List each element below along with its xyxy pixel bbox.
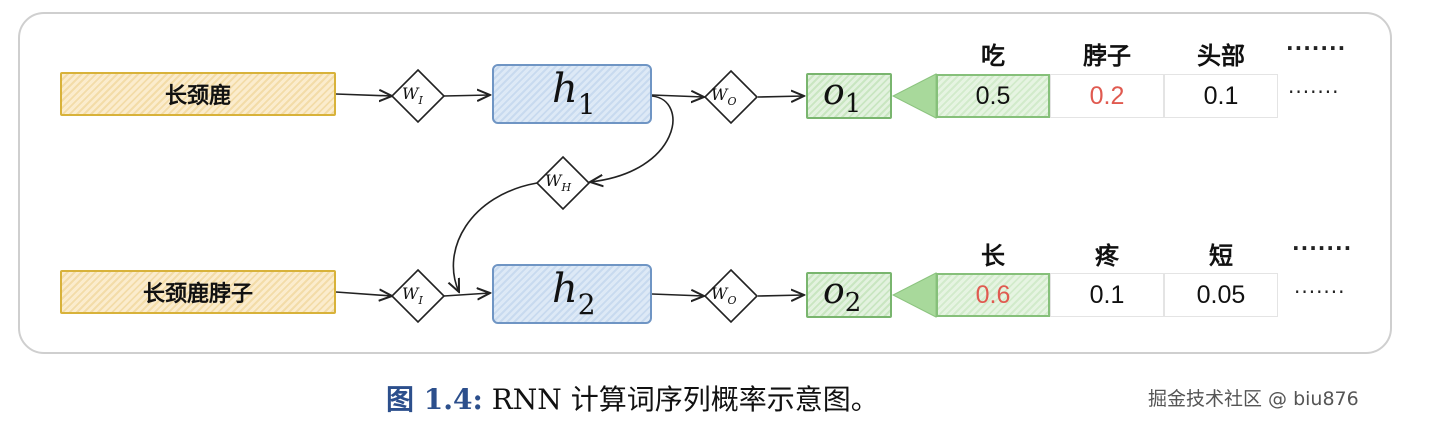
diamond-wi-2 [390, 268, 446, 324]
hidden-state-box-2 [492, 264, 652, 324]
arrow-input2-to-wi [335, 292, 392, 296]
diamond-wo-1 [703, 69, 759, 125]
probability-ellipsis-2: ······· [1294, 280, 1346, 304]
hidden-state-box-1 [492, 64, 652, 124]
arrow-wh-to-h2 [453, 182, 538, 292]
watermark: 掘金技术社区 @ biu876 [1148, 388, 1359, 410]
word-header-ellipsis-1: ······· [1286, 36, 1347, 60]
word-header-1-3: 头部 [1197, 42, 1245, 70]
input-box-2: 长颈鹿脖子 [60, 270, 336, 314]
word-header-2-3: 短 [1209, 242, 1233, 270]
word-header-1-2: 脖子 [1083, 42, 1131, 70]
probability-cell-1-3: 0.1 [1164, 74, 1278, 118]
probability-cell-2-1: 0.6 [936, 273, 1050, 317]
word-header-ellipsis-2: ······· [1292, 236, 1353, 260]
word-header-1-1: 吃 [981, 42, 1005, 70]
arrow-input1-to-wi [335, 94, 392, 96]
arrow-h2-to-wo [651, 294, 704, 296]
arrow-wo-to-o2 [757, 295, 804, 296]
arrow-wo-to-o1 [757, 96, 804, 97]
output-box-1 [806, 73, 892, 119]
probability-ellipsis-1: ······· [1288, 80, 1340, 104]
probability-cell-2-2: 0.1 [1050, 273, 1164, 317]
figure-number: 图 1.4: [386, 383, 483, 416]
pointer-triangle-2 [891, 272, 937, 318]
word-header-2-2: 疼 [1095, 242, 1119, 270]
diamond-wh [535, 155, 591, 211]
word-header-2-1: 长 [981, 242, 1005, 270]
input-box-1: 长颈鹿 [60, 72, 336, 116]
arrow-h1-to-wh [590, 95, 674, 182]
arrow-wi-to-h2 [443, 293, 490, 296]
arrow-wi-to-h1 [443, 95, 490, 96]
output-box-2 [806, 272, 892, 318]
figure-caption-text: RNN 计算词序列概率示意图。 [482, 383, 879, 416]
diamond-wi-1 [390, 68, 446, 124]
pointer-triangle-1 [891, 73, 937, 119]
probability-cell-2-3: 0.05 [1164, 273, 1278, 317]
arrow-h1-to-wo [651, 95, 704, 97]
figure-caption: 图 1.4: RNN 计算词序列概率示意图。 [386, 378, 879, 418]
probability-cell-1-2: 0.2 [1050, 74, 1164, 118]
probability-cell-1-1: 0.5 [936, 74, 1050, 118]
diamond-wo-2 [703, 268, 759, 324]
